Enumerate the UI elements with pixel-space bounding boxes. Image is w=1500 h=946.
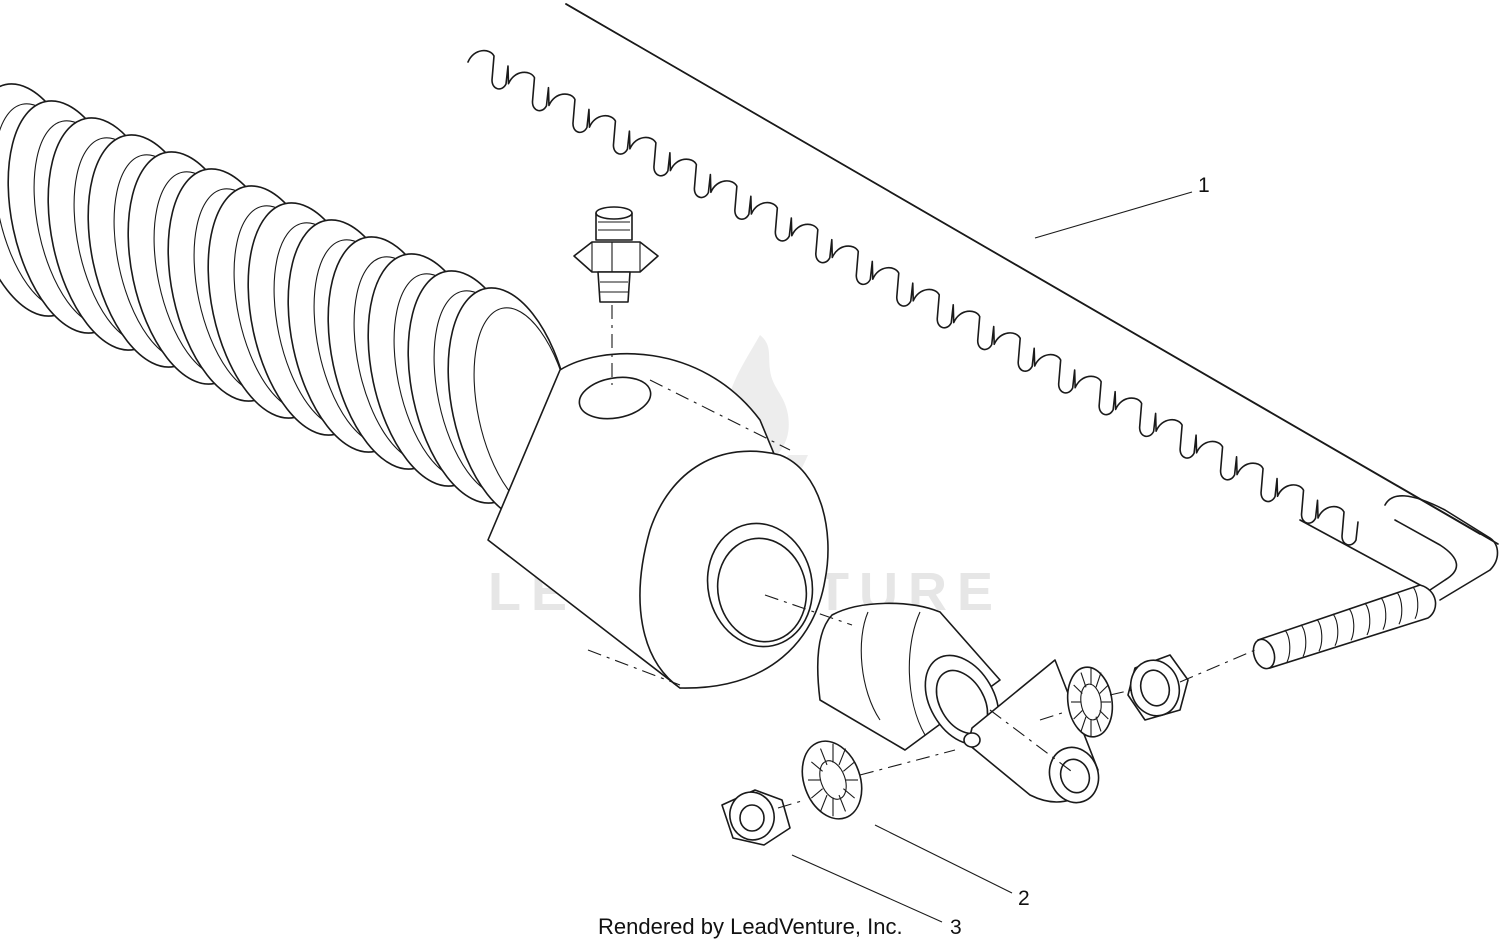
washer-tooth: [1095, 716, 1102, 732]
thread-mark: [1396, 591, 1403, 625]
washer-tooth: [838, 794, 847, 812]
bushing: [816, 602, 1001, 751]
flange-nut-upper: [1127, 654, 1189, 721]
callout-1: 1: [1198, 174, 1210, 197]
flange-nut-lower: [721, 789, 791, 846]
grease-fitting: [573, 206, 659, 303]
thread-mark: [1348, 608, 1355, 641]
washer-tooth: [819, 748, 828, 766]
thread-mark: [1316, 618, 1323, 652]
threaded-rod: [1252, 584, 1437, 670]
rake-assembly: [467, 3, 1499, 601]
lock-washer-upper: [1066, 666, 1114, 738]
washer-tooth: [1099, 684, 1109, 694]
washer-tooth: [819, 794, 828, 812]
washer-tooth: [1099, 710, 1109, 720]
washer-tooth: [1080, 672, 1087, 688]
thread-mark: [1300, 624, 1307, 657]
washer-tooth: [810, 761, 823, 772]
assembly-lines: [587, 305, 1256, 809]
thread-mark: [1412, 586, 1419, 620]
thread-mark: [1364, 602, 1371, 636]
roller-body: [0, 83, 829, 689]
washer-tooth: [810, 788, 823, 799]
washer-tooth: [1080, 716, 1087, 732]
lock-washer-lower: [801, 740, 863, 820]
washer-tooth: [1073, 710, 1083, 720]
thread-mark: [1284, 629, 1291, 663]
washer-tooth: [843, 761, 856, 772]
washer-tooth: [1095, 672, 1102, 688]
leader-lines: [791, 191, 1193, 923]
thread-mark: [1380, 597, 1387, 630]
washer-tooth: [1073, 684, 1083, 694]
footer-credit: Rendered by LeadVenture, Inc.: [598, 914, 903, 939]
callout-2: 2: [1018, 887, 1030, 910]
thread-mark: [1332, 613, 1339, 647]
washer-tooth: [838, 748, 847, 766]
callout-3: 3: [950, 916, 962, 939]
washer-tooth: [843, 788, 856, 799]
